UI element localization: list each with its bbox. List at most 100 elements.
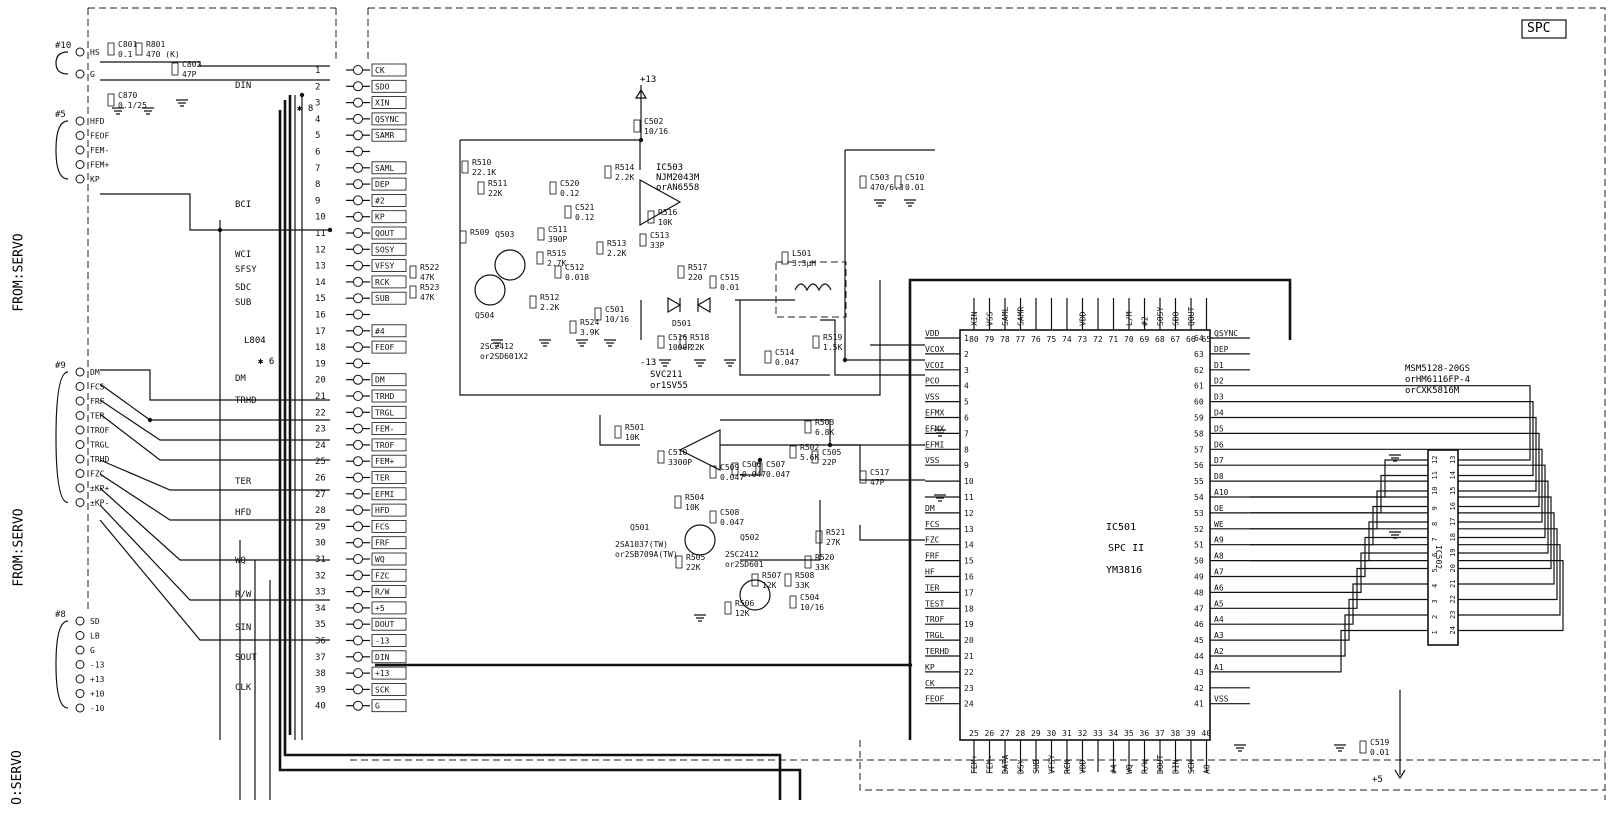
connector-pin-number: 21: [315, 392, 326, 402]
servo-connector-pin[interactable]: [75, 440, 85, 449]
connector-pin-17[interactable]: [353, 325, 363, 336]
ic501-left-pin-name: VCOI: [925, 361, 944, 370]
connector-pin-20[interactable]: [353, 374, 363, 385]
connector-pin-13[interactable]: [353, 260, 363, 271]
component-ref: R522: [420, 263, 439, 272]
ic501-left-pin-number: 5: [964, 398, 969, 407]
connector-pin-number: 36: [315, 637, 326, 647]
connector-label-box: [371, 63, 407, 77]
connector-pin-36[interactable]: [353, 635, 363, 646]
connector-pin-37[interactable]: [353, 651, 363, 662]
servo-connector-pin[interactable]: [75, 645, 85, 655]
component-symbol: [815, 530, 823, 544]
connector-pin-27[interactable]: [353, 488, 363, 499]
servo-connector-pin[interactable]: [75, 469, 85, 478]
component-ref: C506: [742, 460, 761, 469]
connector-pin-9[interactable]: [353, 195, 363, 206]
servo-connector-pin[interactable]: [75, 411, 85, 420]
connector-pin-15[interactable]: [353, 293, 363, 304]
connector-pin-8[interactable]: [353, 179, 363, 190]
component-value: 2.2K: [615, 173, 634, 182]
component-value: 0.047: [742, 470, 766, 479]
servo-connector-pin[interactable]: [75, 483, 85, 493]
connector-pin-number: 3: [315, 99, 320, 109]
connector-pin-28[interactable]: [353, 505, 363, 516]
component-ref: R511: [488, 179, 507, 188]
connector-pin-name: QOUT: [375, 229, 394, 238]
connector-pin-12[interactable]: [353, 244, 363, 255]
ic502-pin-left-number: 7: [1431, 537, 1439, 541]
servo-connector-pin[interactable]: [75, 69, 85, 79]
component-symbol: [764, 350, 772, 364]
servo-connector-pin[interactable]: [75, 454, 85, 464]
connector-pin-35[interactable]: [353, 619, 363, 630]
servo-connector-pin[interactable]: [75, 396, 85, 406]
connector-pin-name: SAML: [375, 164, 394, 173]
servo-connector-pin[interactable]: [75, 47, 85, 57]
ground-symbol: [1389, 454, 1401, 462]
connector-pin-29[interactable]: [353, 521, 363, 532]
connector-pin-name: VFSY: [375, 262, 394, 271]
connector-pin-25[interactable]: [353, 456, 363, 467]
connector-pin-22[interactable]: [353, 407, 363, 418]
component-value: 2.2K: [540, 303, 559, 312]
connector-pin-19[interactable]: [353, 358, 363, 369]
servo-connector-brace: [55, 620, 69, 709]
connector-pin-38[interactable]: [353, 668, 363, 679]
servo-connector-pin[interactable]: [75, 145, 85, 155]
component-symbol: [594, 307, 602, 321]
connector-pin-32[interactable]: [353, 570, 363, 581]
connector-pin-21[interactable]: [353, 391, 363, 401]
servo-connector-pin[interactable]: [75, 703, 85, 713]
connector-pin-10[interactable]: [353, 211, 363, 222]
servo-connector-pin[interactable]: [75, 498, 85, 507]
connector-pin-33[interactable]: [353, 586, 363, 597]
diode-ref: D501: [672, 319, 691, 328]
connector-pin-7[interactable]: [353, 162, 363, 173]
connector-pin-6[interactable]: [353, 146, 363, 157]
connector-pin-5[interactable]: [353, 130, 363, 141]
servo-connector-pin[interactable]: [75, 425, 85, 435]
connector-pin-30[interactable]: [353, 537, 363, 548]
servo-connector-pin[interactable]: [75, 160, 85, 169]
connector-pin-39[interactable]: [353, 684, 363, 695]
servo-connector-pin[interactable]: [75, 131, 85, 140]
connector-pin-16[interactable]: [353, 309, 363, 320]
servo-connector-pin[interactable]: [75, 660, 85, 669]
servo-connector-pin[interactable]: [75, 616, 85, 626]
connector-pin-name: SCK: [375, 685, 390, 694]
servo-connector-pin[interactable]: [75, 631, 85, 640]
connector-pin-23[interactable]: [353, 423, 363, 434]
ground-symbol: [694, 614, 706, 622]
connector-label-box: [371, 96, 407, 109]
ram-address-wire: [1250, 552, 1428, 594]
connector-pin-26[interactable]: [353, 472, 363, 483]
connector-pin-31[interactable]: [353, 554, 363, 564]
servo-connector-pin[interactable]: [75, 367, 85, 377]
connector-pin-14[interactable]: [353, 276, 363, 287]
ic501-left-pin-number: 13: [964, 525, 974, 534]
connector-pin-34[interactable]: [353, 602, 363, 613]
connector-pin-2[interactable]: [353, 81, 363, 92]
connector-pin-1[interactable]: [353, 65, 363, 75]
servo-connector-pin[interactable]: [75, 382, 85, 391]
servo-connector-pin[interactable]: [75, 116, 85, 126]
servo-connector-pin-name: FEOF: [90, 132, 109, 141]
connector-pin-24[interactable]: [353, 439, 363, 450]
connector-pin-18[interactable]: [353, 342, 363, 353]
component-symbol: [731, 462, 739, 476]
connector-pin-40[interactable]: [353, 700, 363, 711]
servo-connector-pin[interactable]: [75, 674, 85, 684]
servo-connector-pin[interactable]: [75, 174, 85, 184]
ground-symbol: [604, 339, 616, 347]
l804-ref: L804: [244, 336, 266, 346]
connector-pin-11[interactable]: [353, 228, 363, 238]
ram-bus-wire: [1250, 544, 1561, 616]
ic501-body: [959, 329, 1211, 741]
connector-pin-number: 34: [315, 604, 326, 614]
connector-pin-3[interactable]: [353, 97, 363, 108]
connector-pin-number: 14: [315, 278, 326, 288]
servo-connector-pin[interactable]: [75, 689, 85, 698]
connector-pin-4[interactable]: [353, 113, 363, 124]
bus-signal-label: SIN: [235, 623, 251, 633]
